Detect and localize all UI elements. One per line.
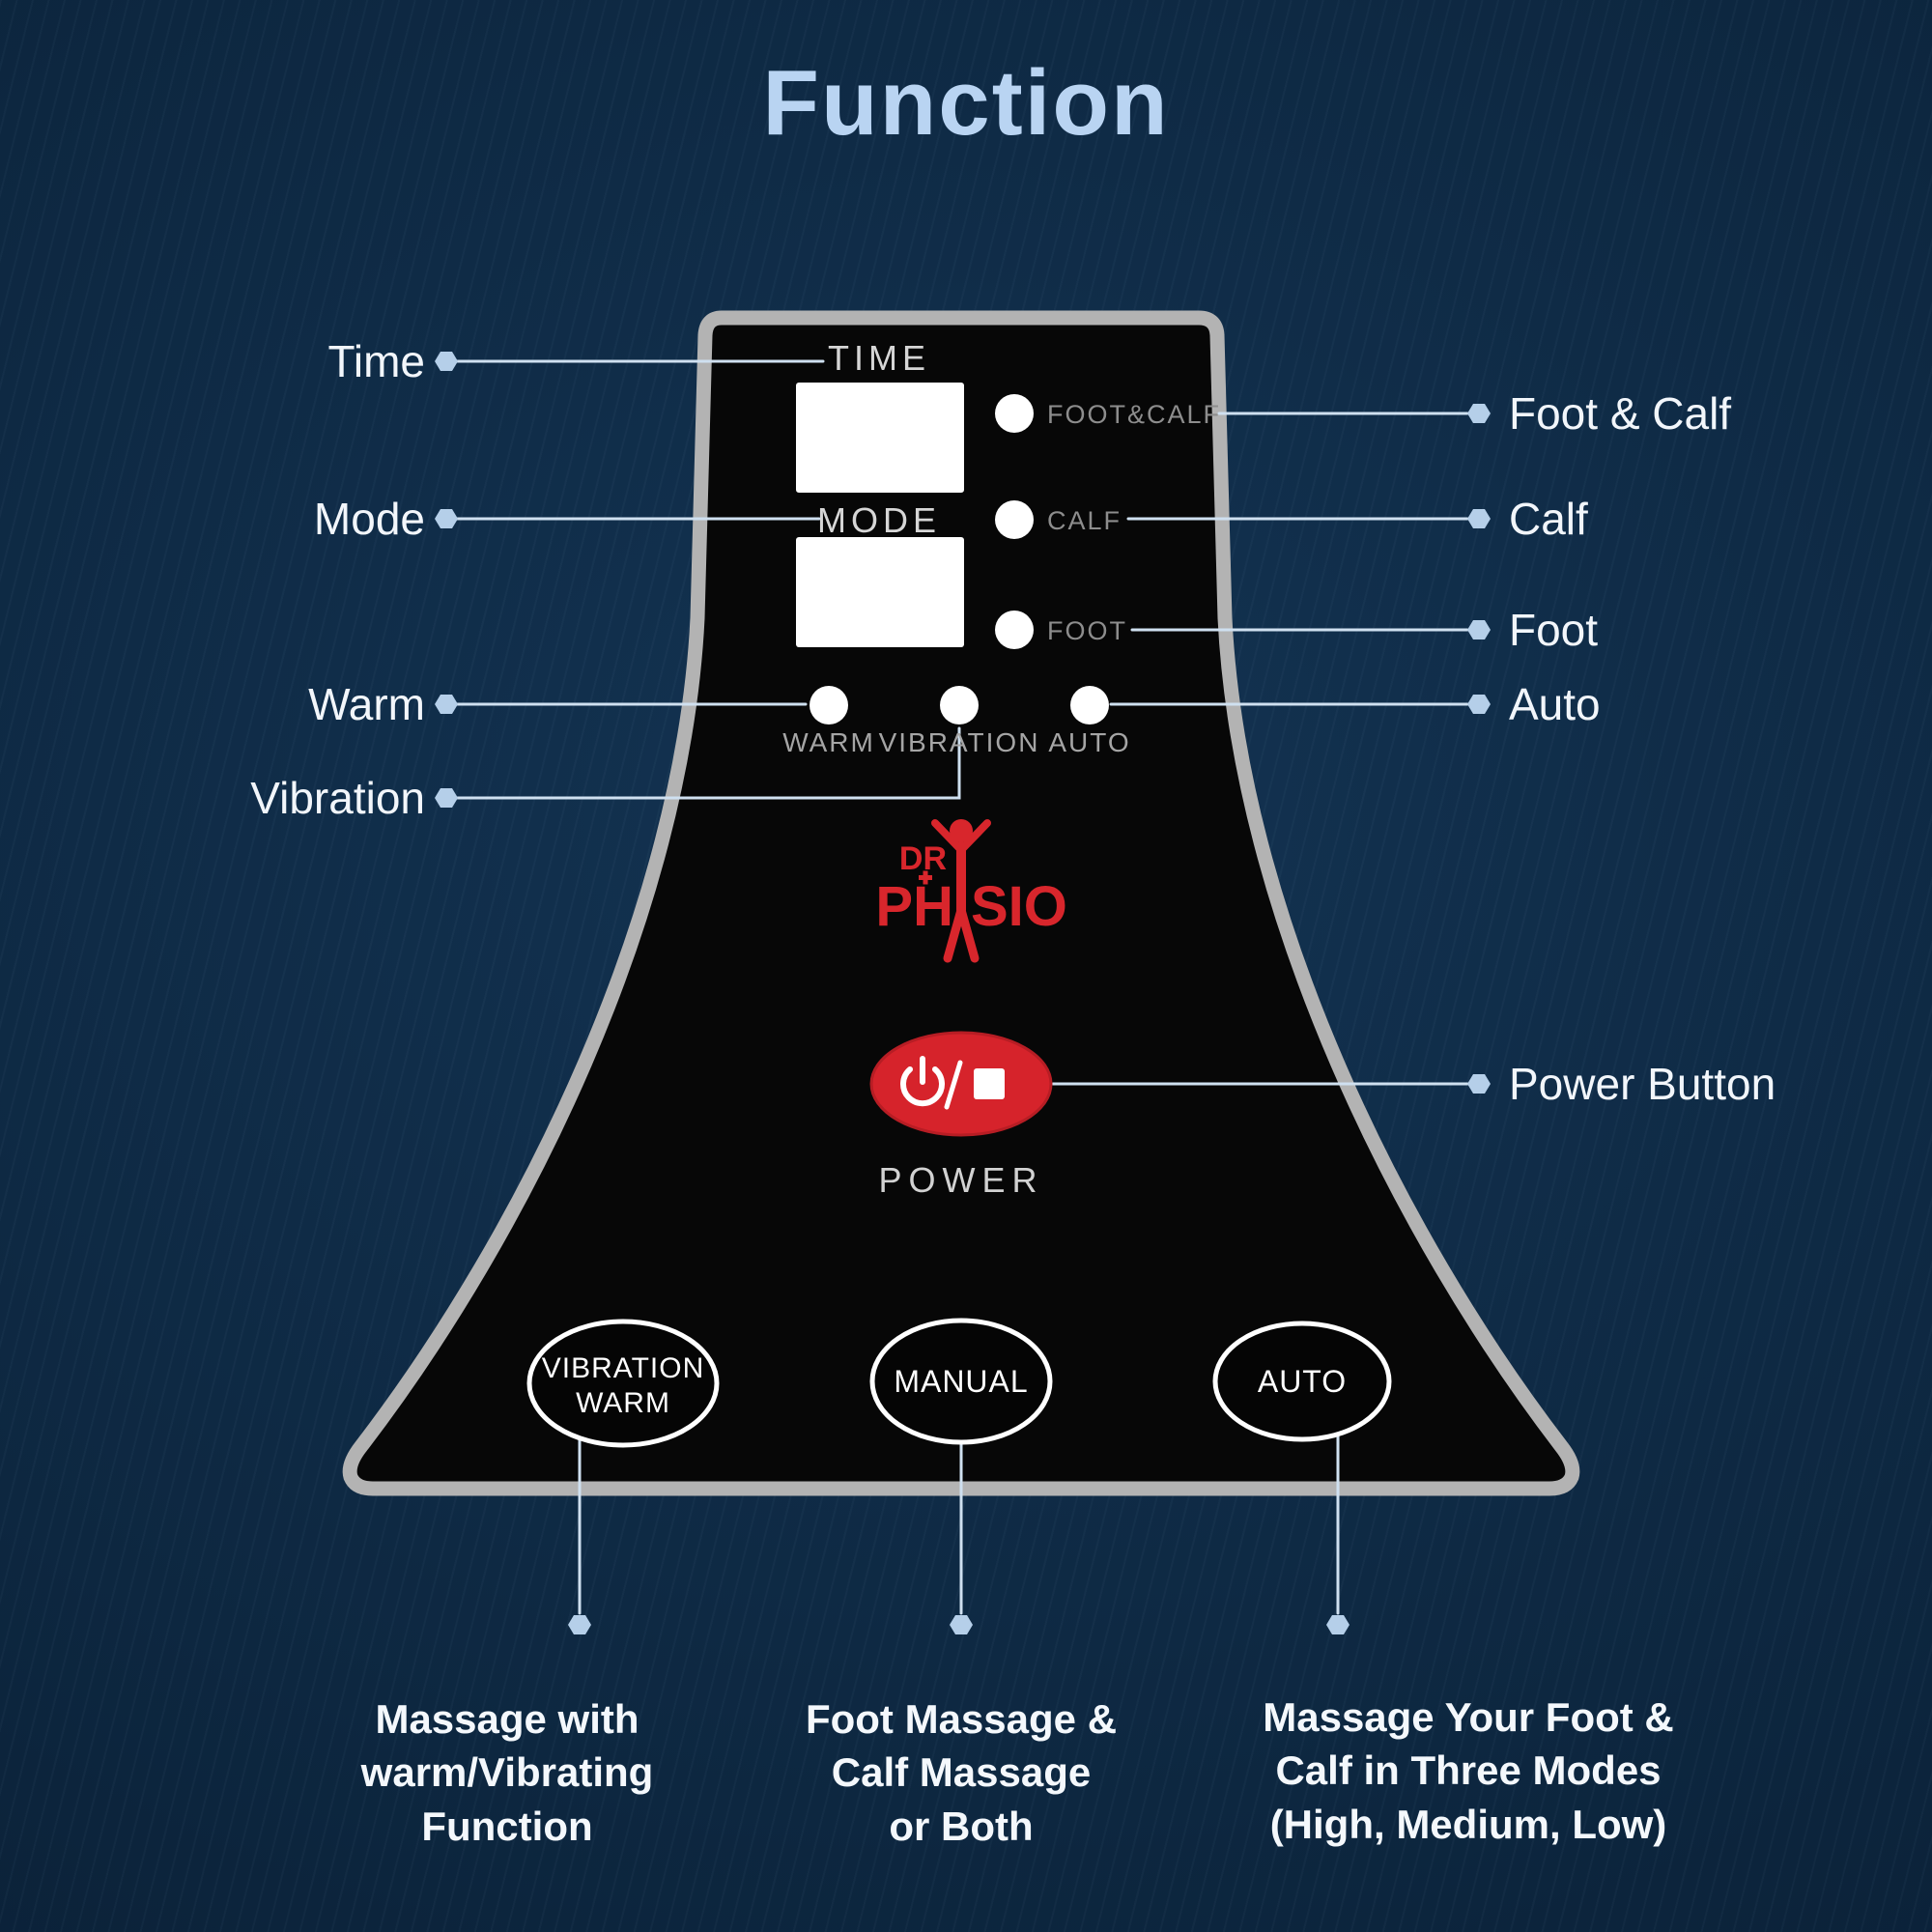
marker-mode bbox=[435, 509, 458, 528]
led-label-vibration: VIBRATION bbox=[879, 727, 1040, 757]
manual-button-label: MANUAL bbox=[894, 1364, 1028, 1399]
vibration-warm-button-line1: VIBRATION bbox=[542, 1352, 704, 1384]
caption-auto: Massage Your Foot & Calf in Three Modes … bbox=[1241, 1690, 1695, 1851]
marker-foot-calf bbox=[1467, 404, 1491, 423]
marker-warm bbox=[435, 695, 458, 714]
logo-sio-text: SIO bbox=[971, 875, 1067, 938]
leader-line-vibration bbox=[455, 726, 961, 800]
marker-power bbox=[1467, 1074, 1491, 1094]
indicator-label-calf: CALF bbox=[1047, 506, 1122, 535]
marker-caption-2 bbox=[950, 1615, 973, 1634]
caption-vibration-warm: Massage with warm/Vibrating Function bbox=[319, 1692, 696, 1853]
marker-foot bbox=[1467, 620, 1491, 639]
manual-button bbox=[869, 1318, 1053, 1445]
callout-markers bbox=[435, 352, 1491, 1634]
marker-caption-1 bbox=[568, 1615, 591, 1634]
callout-label-foot-calf: Foot & Calf bbox=[1509, 388, 1732, 439]
logo-ph-text: PH bbox=[875, 875, 953, 938]
time-label: TIME bbox=[828, 338, 930, 378]
dr-physio-logo: DR PH SIO bbox=[875, 819, 1067, 963]
led-warm bbox=[810, 686, 848, 724]
indicator-leds bbox=[810, 394, 1109, 724]
marker-time bbox=[435, 352, 458, 371]
led-calf bbox=[995, 500, 1034, 539]
led-label-warm: WARM bbox=[782, 727, 875, 757]
led-auto bbox=[1070, 686, 1109, 724]
marker-auto bbox=[1467, 695, 1491, 714]
led-label-auto: AUTO bbox=[1048, 727, 1130, 757]
callout-label-power-button: Power Button bbox=[1509, 1059, 1776, 1109]
mode-display bbox=[796, 537, 964, 647]
time-display bbox=[796, 383, 964, 493]
indicator-label-foot-calf: FOOT&CALF bbox=[1047, 400, 1221, 429]
caption-line: Calf Massage bbox=[831, 1749, 1092, 1796]
marker-vibration bbox=[435, 788, 458, 808]
callout-label-vibration: Vibration bbox=[250, 773, 425, 823]
led-vibration bbox=[940, 686, 979, 724]
callout-label-foot: Foot bbox=[1509, 605, 1599, 655]
power-label: POWER bbox=[878, 1160, 1043, 1200]
caption-line: Calf in Three Modes bbox=[1275, 1747, 1662, 1794]
leader-lines bbox=[455, 359, 1469, 1615]
stop-icon bbox=[974, 1068, 1005, 1099]
logo-person-icon bbox=[931, 819, 991, 963]
page-title: Function bbox=[762, 51, 1170, 155]
marker-calf bbox=[1467, 509, 1491, 528]
logo-cross-icon-vertical bbox=[923, 870, 928, 885]
caption-line: Massage Your Foot & bbox=[1263, 1694, 1674, 1740]
caption-line: warm/Vibrating bbox=[360, 1749, 654, 1796]
led-foot bbox=[995, 611, 1034, 649]
callout-label-auto: Auto bbox=[1509, 679, 1601, 729]
caption-line: Foot Massage & bbox=[805, 1696, 1118, 1742]
led-foot-calf bbox=[995, 394, 1034, 433]
caption-line: Function bbox=[421, 1803, 593, 1849]
bottom-buttons: VIBRATION WARM MANUAL AUTO bbox=[526, 1318, 1392, 1448]
callout-label-time: Time bbox=[327, 336, 425, 386]
vibration-warm-button bbox=[526, 1319, 720, 1448]
power-button bbox=[869, 1031, 1053, 1137]
callout-label-mode: Mode bbox=[313, 494, 425, 544]
caption-line: Massage with bbox=[375, 1696, 639, 1742]
caption-line: or Both bbox=[889, 1803, 1034, 1849]
caption-line: (High, Medium, Low) bbox=[1269, 1801, 1667, 1847]
callout-label-warm: Warm bbox=[308, 679, 425, 729]
auto-button bbox=[1212, 1321, 1392, 1442]
mode-label: MODE bbox=[817, 500, 941, 540]
power-icon bbox=[900, 1056, 963, 1110]
vibration-warm-button-line2: WARM bbox=[576, 1387, 670, 1419]
indicator-label-foot: FOOT bbox=[1047, 616, 1127, 645]
caption-manual: Foot Massage & Calf Massage or Both bbox=[773, 1692, 1150, 1853]
callout-label-calf: Calf bbox=[1509, 494, 1588, 544]
marker-caption-3 bbox=[1326, 1615, 1350, 1634]
auto-button-label: AUTO bbox=[1258, 1364, 1347, 1399]
logo-dr-text: DR bbox=[899, 840, 947, 877]
